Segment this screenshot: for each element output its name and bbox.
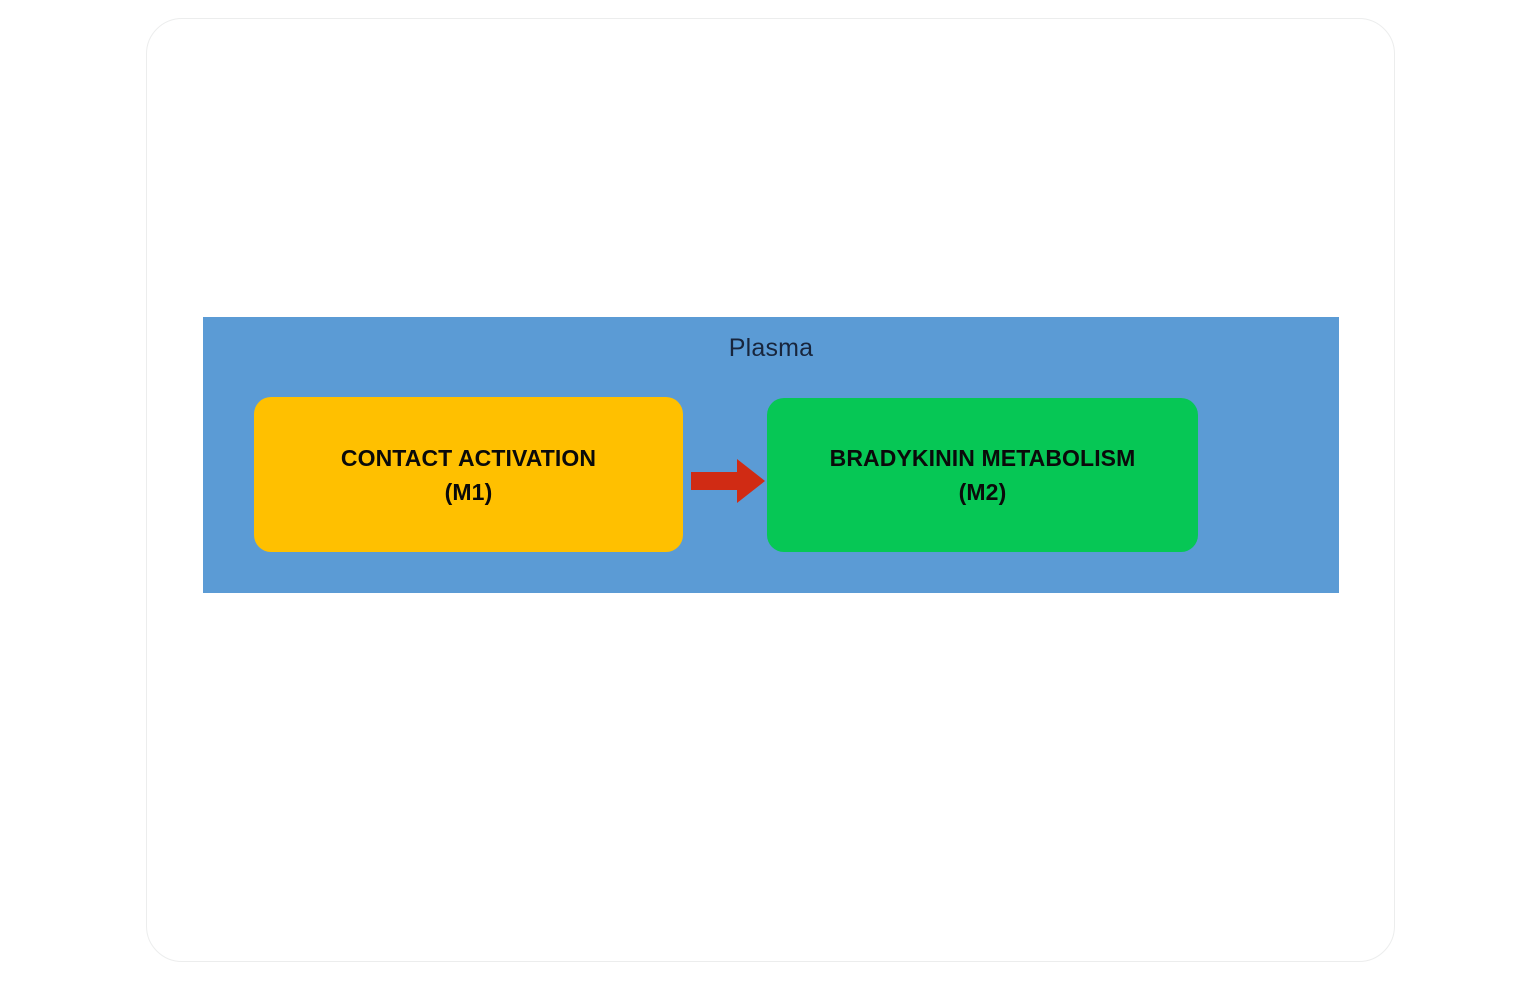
plasma-compartment: Plasma CONTACT ACTIVATION (M1) BRADYKINI… [203, 317, 1339, 593]
node-contact-activation[interactable]: CONTACT ACTIVATION (M1) [254, 397, 683, 552]
right-arrow-icon [691, 459, 765, 503]
node-bradykinin-metabolism[interactable]: BRADYKININ METABOLISM (M2) [767, 398, 1198, 552]
node-contact-activation-title: CONTACT ACTIVATION [340, 444, 597, 471]
node-bradykinin-metabolism-title: BRADYKININ METABOLISM [829, 445, 1136, 471]
node-contact-activation-code: (M1) [444, 478, 493, 505]
diagram-card: Plasma CONTACT ACTIVATION (M1) BRADYKINI… [146, 18, 1395, 962]
node-bradykinin-metabolism-text: BRADYKININ METABOLISM (M2) [830, 441, 1136, 509]
node-contact-activation-text: CONTACT ACTIVATION (M1) [341, 441, 596, 509]
node-bradykinin-metabolism-code: (M2) [958, 479, 1007, 505]
plasma-compartment-label: Plasma [728, 334, 814, 362]
